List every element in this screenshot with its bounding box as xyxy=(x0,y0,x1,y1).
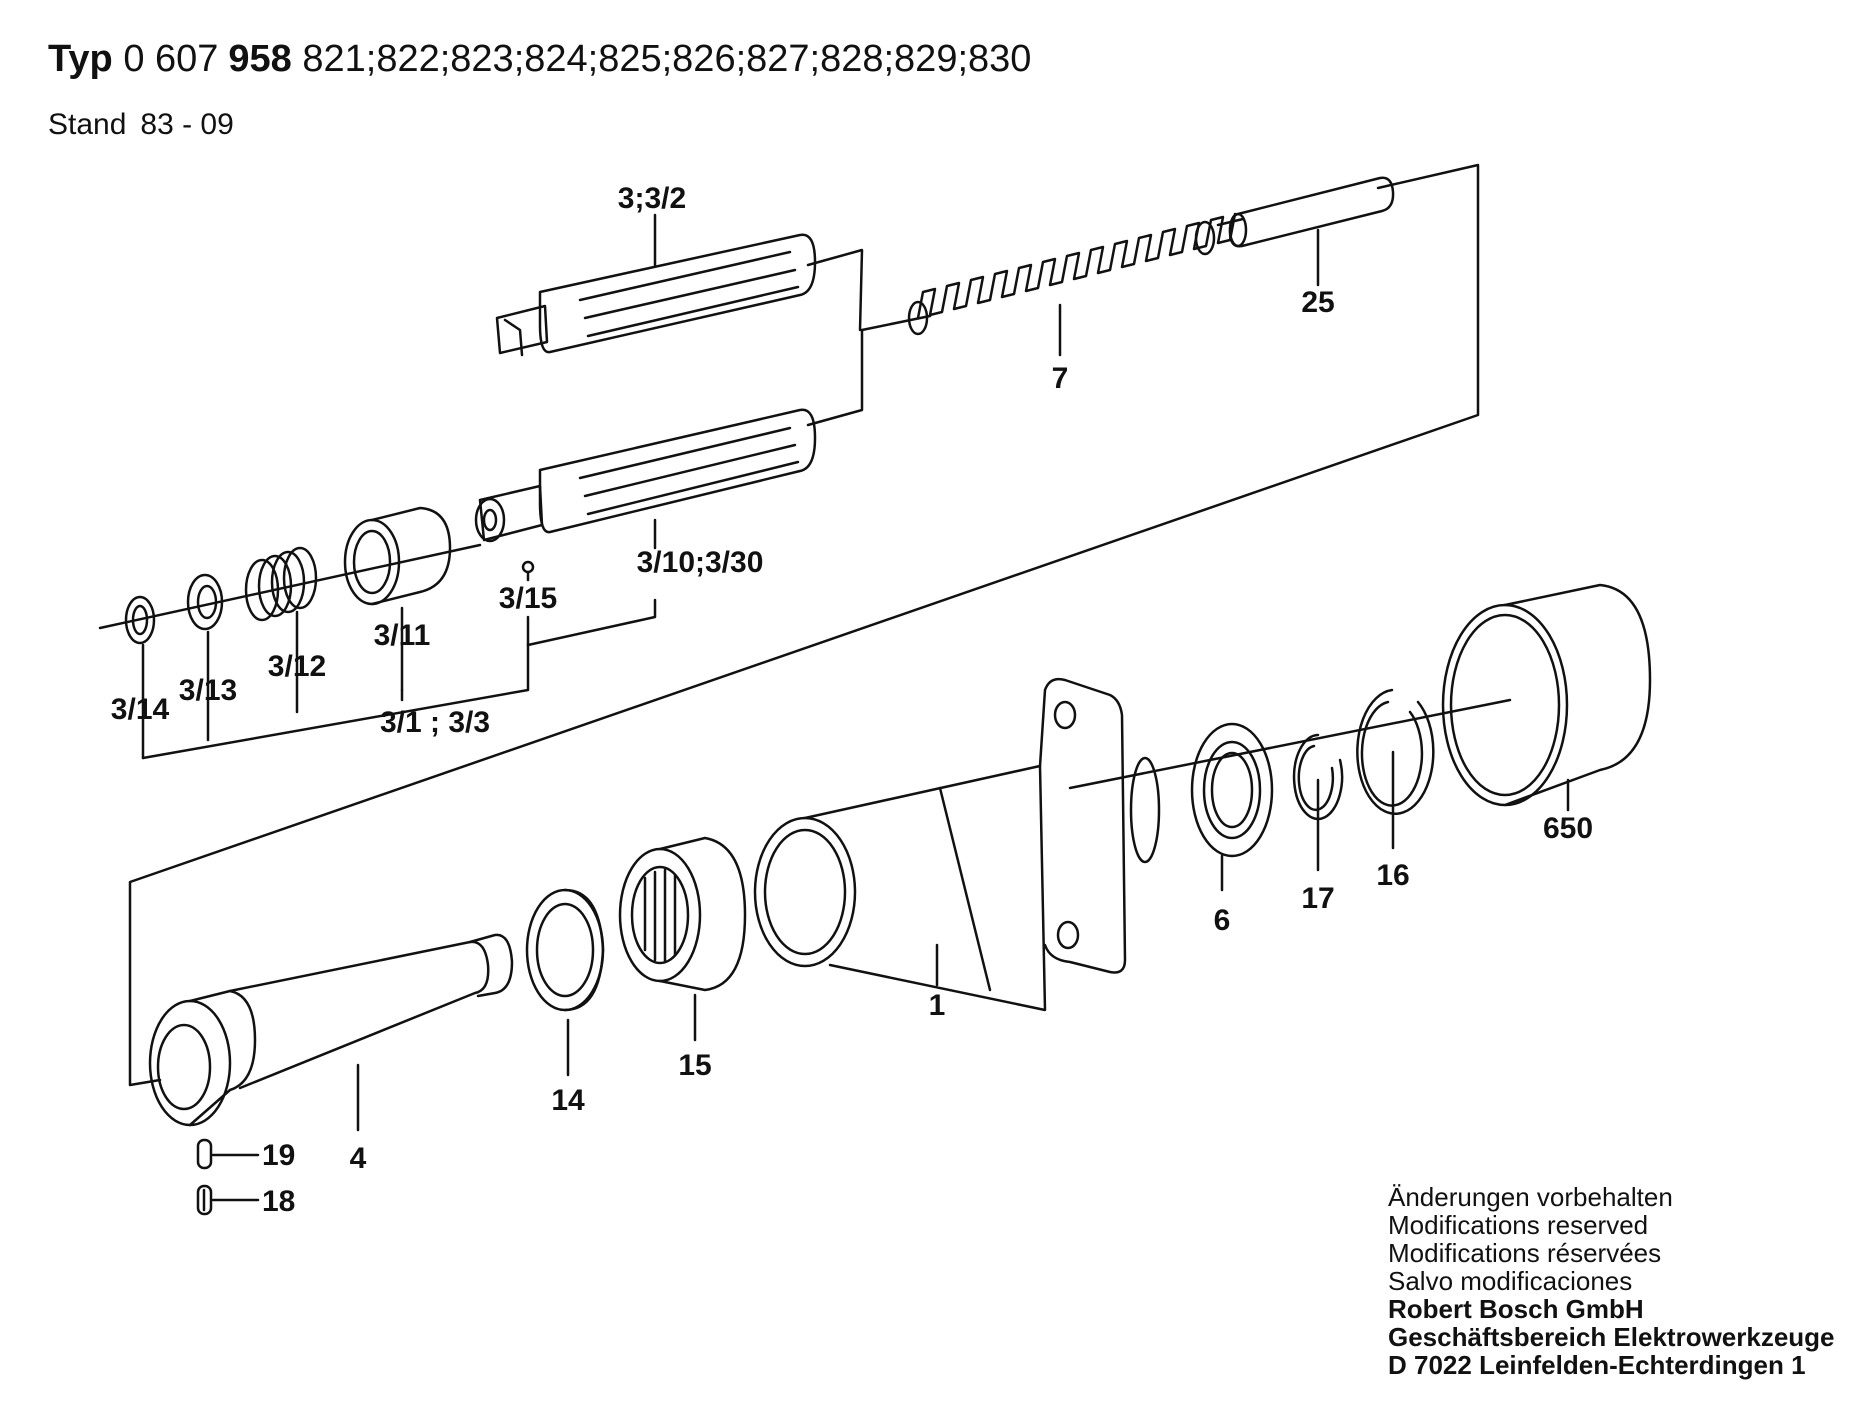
part-label-14: 14 xyxy=(551,1084,585,1117)
note-fr: Modifications réservées xyxy=(1388,1238,1662,1268)
retaining-ring-3-14 xyxy=(124,595,156,645)
shaft-4 xyxy=(148,933,514,1127)
sleeve-3-11 xyxy=(343,506,452,606)
stand-value: 83 - 09 xyxy=(140,108,234,141)
pin-18 xyxy=(196,1184,213,1216)
typ-code: 958 xyxy=(228,38,292,80)
company-address: D 7022 Leinfelden-Echterdingen 1 xyxy=(1388,1350,1806,1380)
part-label-17: 17 xyxy=(1301,882,1334,915)
spring-7 xyxy=(907,212,1237,336)
housing-1 xyxy=(753,677,1161,1012)
seal-14 xyxy=(525,888,605,1012)
bearing-6 xyxy=(1190,722,1274,858)
part-label-19: 19 xyxy=(262,1139,295,1172)
typ-variants: 821;822;823;824;825;826;827;828;829;830 xyxy=(302,38,1032,80)
part-label-1: 1 xyxy=(929,989,946,1022)
part-label-15: 15 xyxy=(678,1049,711,1082)
stand-line: Stand 83 - 09 xyxy=(48,108,248,142)
footer-notes: Änderungen vorbehalten Modifications res… xyxy=(1388,1183,1835,1379)
ball-3-15 xyxy=(521,560,535,574)
spindle-upper xyxy=(495,233,817,357)
sleeve-650 xyxy=(1441,583,1652,807)
note-de: Änderungen vorbehalten xyxy=(1388,1182,1673,1212)
leader-lines xyxy=(141,213,1570,1202)
retaining-ring-17 xyxy=(1292,733,1344,821)
part-label-6: 6 xyxy=(1214,904,1231,937)
washer-3-13 xyxy=(186,573,224,631)
assembly-frame-lines xyxy=(98,163,1512,1087)
spring-3-12 xyxy=(244,546,318,622)
stand-label: Stand xyxy=(48,108,127,141)
part-label-3-1-3-3: 3/1 ; 3/3 xyxy=(380,706,490,739)
note-en: Modifications reserved xyxy=(1388,1210,1649,1240)
part-label-4: 4 xyxy=(350,1142,367,1175)
part-label-7: 7 xyxy=(1052,362,1069,395)
part-label-3-12: 3/12 xyxy=(268,650,326,683)
part-label-3-14: 3/14 xyxy=(111,693,170,726)
company-division: Geschäftsbereich Elektrowerkzeuge xyxy=(1388,1322,1835,1352)
part-label-3-11: 3/11 xyxy=(374,619,431,652)
typ-label: Typ xyxy=(48,38,113,80)
part-label-16: 16 xyxy=(1376,859,1409,892)
part-label-650: 650 xyxy=(1543,812,1593,845)
pin-19 xyxy=(196,1138,213,1170)
part-label-3-13: 3/13 xyxy=(179,674,237,707)
part-label-25: 25 xyxy=(1301,286,1334,319)
note-es: Salvo modificaciones xyxy=(1388,1266,1633,1296)
part-label-18: 18 xyxy=(262,1185,295,1218)
pin-25 xyxy=(1228,176,1395,248)
part-label-3-10-3-30: 3/10;3/30 xyxy=(637,546,764,579)
company-name: Robert Bosch GmbH xyxy=(1388,1294,1644,1324)
part-label-3-3-2: 3;3/2 xyxy=(618,182,686,215)
circlip-16 xyxy=(1356,688,1435,816)
typ-prefix: 0 607 xyxy=(123,38,219,80)
part-label-3-15: 3/15 xyxy=(499,582,557,615)
needle-bearing-15 xyxy=(618,836,747,992)
spindle-lower xyxy=(474,408,817,543)
